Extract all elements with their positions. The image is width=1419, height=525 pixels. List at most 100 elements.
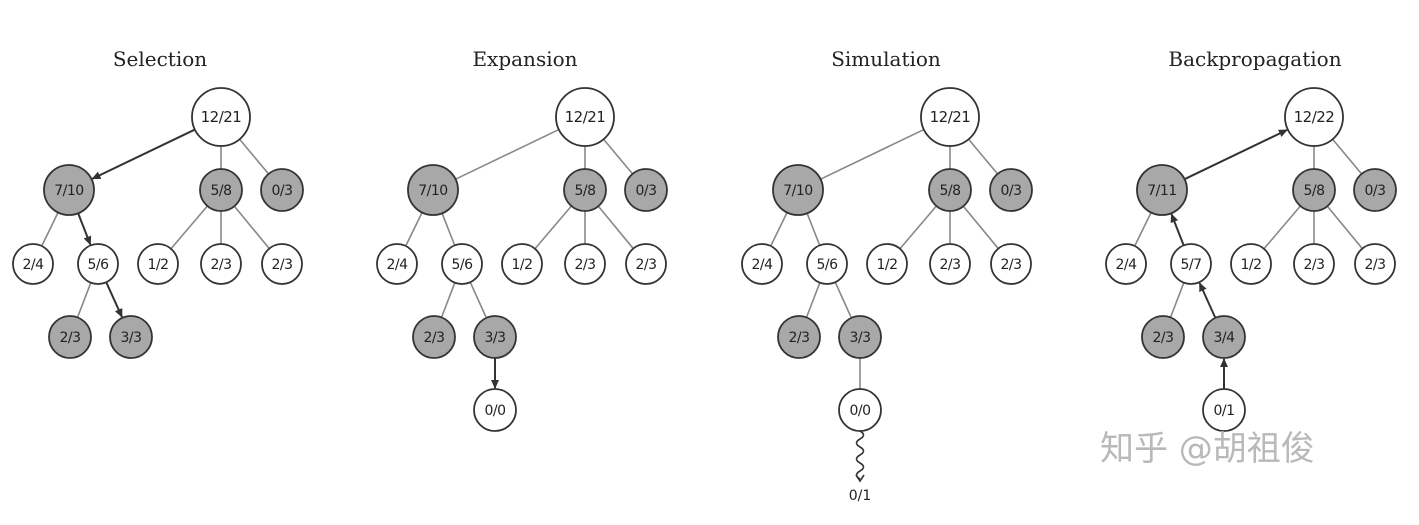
panel-title: Simulation bbox=[831, 47, 941, 71]
node-circle bbox=[137, 243, 179, 285]
tree-node: 5/7 bbox=[1170, 243, 1212, 285]
node-label: 12/22 bbox=[1294, 108, 1335, 126]
tree-edge bbox=[170, 205, 208, 250]
node-label: 7/11 bbox=[1147, 183, 1176, 199]
node-circle bbox=[376, 243, 418, 285]
node-circle bbox=[43, 164, 95, 216]
node-label: 2/3 bbox=[574, 257, 595, 273]
arrow-a-to-root bbox=[1184, 129, 1288, 181]
node-circle bbox=[48, 315, 92, 359]
tree-edge bbox=[806, 212, 821, 246]
node-label: 2/3 bbox=[423, 330, 444, 346]
node-label: 2/3 bbox=[635, 257, 656, 273]
tree-node: 7/11 bbox=[1136, 164, 1188, 216]
tree-node: 5/8 bbox=[199, 168, 243, 212]
panel-title: Backpropagation bbox=[1168, 47, 1341, 71]
tree-node: 0/3 bbox=[1353, 168, 1397, 212]
tree-node: 2/3 bbox=[777, 315, 821, 359]
node-circle bbox=[1353, 168, 1397, 212]
rollout-arrowhead bbox=[855, 474, 865, 483]
tree-node: 1/2 bbox=[1230, 243, 1272, 285]
node-label: 3/3 bbox=[849, 330, 870, 346]
node-circle bbox=[1230, 243, 1272, 285]
tree-node: 3/3 bbox=[473, 315, 517, 359]
rollout-result: 0/1 bbox=[849, 488, 872, 504]
node-circle bbox=[1292, 168, 1336, 212]
arrow-root-to-a bbox=[91, 128, 196, 180]
tree-edge bbox=[469, 281, 488, 319]
node-label: 2/3 bbox=[271, 257, 292, 273]
node-label: 2/3 bbox=[788, 330, 809, 346]
tree-edge bbox=[820, 128, 925, 180]
node-circle bbox=[1354, 243, 1396, 285]
tree-edge bbox=[899, 205, 937, 250]
arrow-a2b-to-a2 bbox=[1198, 282, 1217, 319]
node-label: 7/10 bbox=[783, 183, 812, 199]
tree-node: 5/8 bbox=[1292, 168, 1336, 212]
node-label: 2/3 bbox=[210, 257, 231, 273]
node-circle bbox=[928, 168, 972, 212]
tree-node: 3/3 bbox=[109, 315, 153, 359]
tree-node: 1/2 bbox=[137, 243, 179, 285]
node-circle bbox=[412, 315, 456, 359]
arrow-a-to-a2 bbox=[77, 212, 92, 246]
tree-node: 12/21 bbox=[191, 87, 251, 147]
node-label: 2/3 bbox=[1152, 330, 1173, 346]
node-label: 1/2 bbox=[1240, 257, 1261, 273]
node-label: 3/3 bbox=[120, 330, 141, 346]
node-label: 7/10 bbox=[418, 183, 447, 199]
tree-edge bbox=[602, 138, 634, 175]
node-circle bbox=[990, 243, 1032, 285]
tree-node: 2/3 bbox=[990, 243, 1032, 285]
tree-edge bbox=[1169, 282, 1185, 318]
node-label: 5/8 bbox=[210, 183, 231, 199]
node-circle bbox=[1141, 315, 1185, 359]
node-circle bbox=[777, 315, 821, 359]
arrow-a2-to-a bbox=[1170, 213, 1185, 246]
node-label: 2/3 bbox=[1303, 257, 1324, 273]
tree-node: 5/6 bbox=[806, 243, 848, 285]
node-circle bbox=[1293, 243, 1335, 285]
node-circle bbox=[625, 243, 667, 285]
tree-edge bbox=[76, 282, 92, 318]
node-label: 5/6 bbox=[816, 257, 838, 273]
node-circle bbox=[1202, 388, 1246, 432]
tree-node: 0/3 bbox=[260, 168, 304, 212]
tree-node: 12/21 bbox=[920, 87, 980, 147]
node-label: 5/8 bbox=[574, 183, 595, 199]
node-label: 5/8 bbox=[939, 183, 960, 199]
node-circle bbox=[200, 243, 242, 285]
panel-title: Expansion bbox=[472, 47, 577, 71]
node-circle bbox=[838, 388, 882, 432]
watermark: 知乎 @胡祖俊 bbox=[1100, 429, 1315, 469]
node-circle bbox=[929, 243, 971, 285]
node-circle bbox=[1170, 243, 1212, 285]
node-circle bbox=[77, 243, 119, 285]
node-label: 7/10 bbox=[54, 183, 83, 199]
node-label: 2/4 bbox=[1115, 257, 1137, 273]
node-label: 0/0 bbox=[484, 403, 505, 419]
node-circle bbox=[1202, 315, 1246, 359]
node-circle bbox=[1284, 87, 1344, 147]
node-circle bbox=[473, 315, 517, 359]
node-circle bbox=[473, 388, 517, 432]
tree-edge bbox=[440, 282, 456, 318]
node-circle bbox=[191, 87, 251, 147]
node-label: 12/21 bbox=[565, 108, 606, 126]
tree-edge bbox=[405, 212, 423, 247]
tree-edge bbox=[597, 205, 634, 250]
node-circle bbox=[109, 315, 153, 359]
tree-edge bbox=[834, 281, 853, 319]
node-circle bbox=[1136, 164, 1188, 216]
tree-edge bbox=[1326, 205, 1363, 250]
tree-edge bbox=[805, 282, 821, 318]
tree-node: 1/2 bbox=[501, 243, 543, 285]
node-label: 1/2 bbox=[147, 257, 168, 273]
tree-node: 0/0 bbox=[838, 388, 882, 432]
tree-node: 5/8 bbox=[563, 168, 607, 212]
tree-edge bbox=[1331, 138, 1363, 175]
node-label: 3/4 bbox=[1213, 330, 1235, 346]
